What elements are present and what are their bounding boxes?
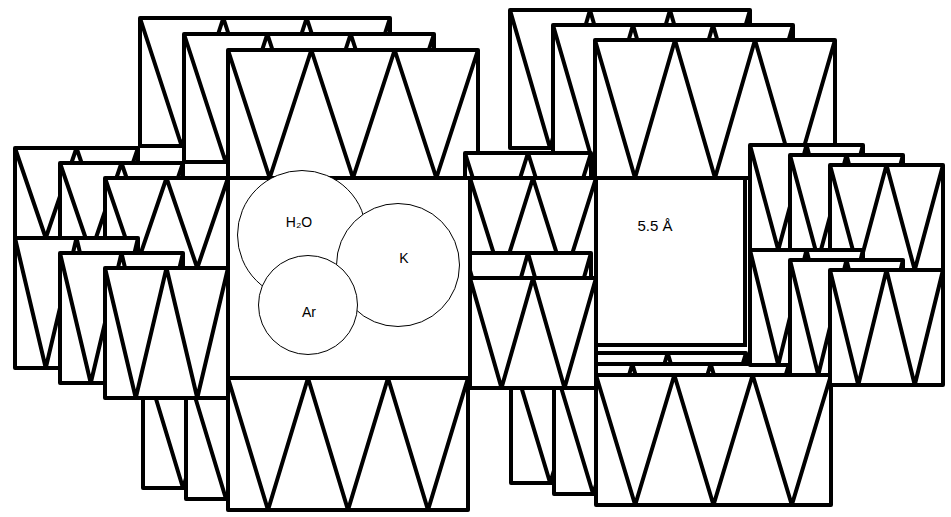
octahedral-chain bbox=[465, 253, 596, 388]
octahedral-chain bbox=[750, 250, 943, 385]
species-label: Ar bbox=[302, 305, 316, 320]
species-label: K bbox=[399, 251, 408, 266]
octahedron-edges bbox=[830, 270, 943, 385]
octahedron-edges bbox=[228, 378, 468, 510]
octahedron-face bbox=[470, 278, 596, 388]
octahedron-edges bbox=[105, 268, 228, 398]
dimension-label: 5.5 Å bbox=[635, 217, 674, 234]
octahedron-edges bbox=[596, 375, 831, 505]
octahedral-chain bbox=[15, 238, 228, 398]
octahedron-face bbox=[830, 270, 943, 385]
octahedron-edges bbox=[228, 50, 478, 178]
octahedron-face bbox=[228, 50, 478, 178]
octahedron-face bbox=[228, 378, 468, 510]
octahedron-edges bbox=[470, 278, 596, 388]
tunnel-cavity bbox=[596, 178, 745, 345]
octahedron-face bbox=[596, 375, 831, 505]
species-circle: Ar bbox=[258, 255, 358, 355]
octahedron-face bbox=[105, 268, 228, 398]
species-label: H₂O bbox=[286, 215, 312, 230]
octahedral-chain bbox=[140, 18, 478, 178]
